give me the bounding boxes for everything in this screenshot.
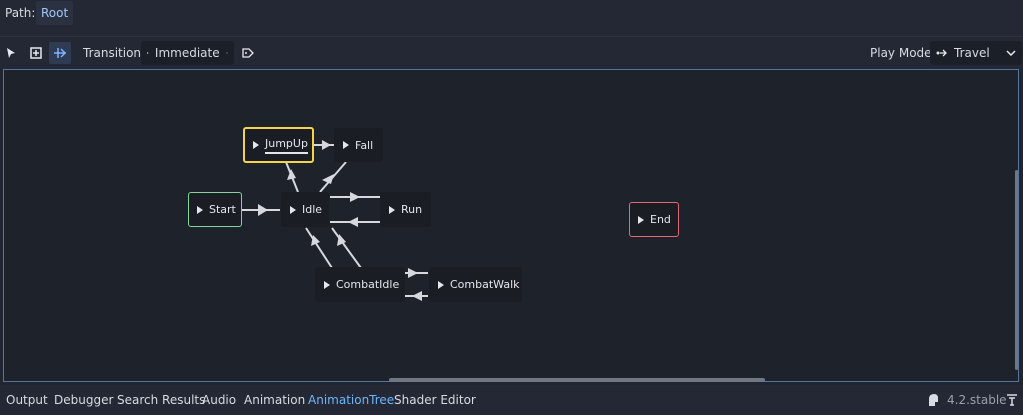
state-node-end[interactable]: End — [629, 202, 679, 237]
arrow-icon — [412, 291, 422, 301]
arrow-icon — [311, 235, 320, 246]
play-mode-value: Travel — [954, 46, 990, 60]
travel-icon — [936, 49, 947, 57]
tab-shader-editor[interactable]: Shader Editor — [394, 393, 476, 407]
play-mode-dropdown[interactable]: Travel — [930, 41, 1022, 65]
transition-label: Transition: — [83, 46, 146, 60]
state-node-combatidle[interactable]: CombatIdle — [315, 267, 405, 302]
bottom-panel-tabs: Output Debugger Search Results Audio Ani… — [0, 385, 1023, 415]
play-icon — [438, 280, 444, 289]
chevron-down-icon — [1006, 50, 1016, 56]
play-icon — [343, 141, 349, 149]
horizontal-scrollbar[interactable] — [389, 378, 765, 382]
play-icon — [147, 52, 149, 54]
tab-animationtree[interactable]: AnimationTree — [308, 393, 395, 407]
pin-panel-icon[interactable] — [1006, 394, 1018, 406]
arrow-icon — [322, 174, 334, 184]
arrow-icon — [408, 268, 418, 278]
play-icon — [197, 205, 203, 214]
state-node-idle[interactable]: Idle — [281, 192, 329, 227]
arrow-icon — [337, 234, 346, 246]
play-icon — [324, 280, 330, 289]
transition-lines — [242, 140, 428, 301]
state-node-label: CombatIdle — [336, 278, 400, 291]
arrow-icon — [258, 204, 268, 216]
path-bar: Path: Root — [0, 0, 1023, 37]
tab-audio[interactable]: Audio — [202, 393, 237, 407]
arrow-icon — [348, 217, 358, 227]
path-label: Path: — [5, 6, 36, 20]
select-tool-button[interactable] — [0, 42, 22, 64]
add-box-icon — [30, 47, 42, 59]
godot-icon — [929, 394, 938, 406]
transition-value: Immediate — [154, 46, 220, 60]
connect-icon — [54, 48, 67, 58]
tab-search-results[interactable]: Search Results — [117, 393, 206, 407]
transition-dropdown[interactable]: Immediate — [141, 41, 234, 65]
chevron-down-icon — [225, 52, 228, 54]
play-icon — [638, 215, 644, 224]
play-icon — [253, 141, 259, 149]
state-node-label: End — [650, 213, 671, 226]
arrow-icon — [350, 192, 360, 202]
state-node-start[interactable]: Start — [188, 192, 242, 227]
arrow-icon — [322, 140, 331, 150]
tab-output[interactable]: Output — [6, 393, 48, 407]
arrow-icon — [287, 169, 296, 180]
tag-icon — [242, 48, 254, 58]
arrow-pointer-icon — [7, 48, 15, 58]
tab-animation[interactable]: Animation — [244, 393, 306, 407]
transition-idle-combatidle[interactable] — [331, 227, 362, 269]
play-icon — [290, 205, 296, 214]
play-icon — [389, 205, 395, 214]
state-node-label: Start — [209, 203, 236, 216]
state-machine-canvas[interactable]: JumpUp Fall Start Idle Run End CombatIdl… — [3, 69, 1019, 382]
connect-tool-button[interactable] — [49, 42, 71, 64]
toolbar: Transition: Immediate Play Mode: Travel — [0, 37, 1023, 69]
create-node-tool-button[interactable] — [25, 42, 47, 64]
play-mode-label: Play Mode: — [870, 46, 936, 60]
auto-advance-button[interactable] — [237, 42, 259, 64]
state-node-label: Fall — [355, 138, 374, 152]
state-node-label: Idle — [302, 203, 323, 216]
state-node-label: JumpUp — [265, 137, 308, 154]
state-node-label: Run — [401, 203, 423, 216]
state-node-run[interactable]: Run — [380, 192, 431, 227]
state-node-label: CombatWalk — [450, 278, 520, 291]
vertical-scrollbar[interactable] — [1015, 170, 1018, 370]
state-node-fall[interactable]: Fall — [334, 128, 383, 162]
transition-combatidle-idle[interactable] — [305, 227, 333, 269]
state-node-combatwalk[interactable]: CombatWalk — [429, 267, 522, 302]
path-root-button[interactable]: Root — [36, 1, 74, 25]
version-label: 4.2.stable — [947, 393, 1007, 407]
tab-debugger[interactable]: Debugger — [54, 393, 114, 407]
state-node-jumpup[interactable]: JumpUp — [243, 127, 314, 163]
